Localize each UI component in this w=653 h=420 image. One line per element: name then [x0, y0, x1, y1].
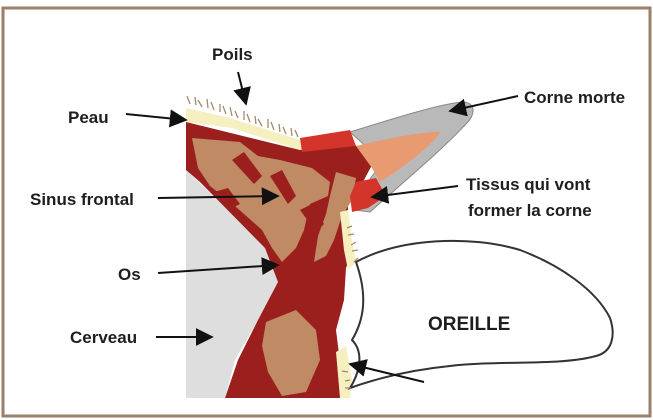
label-cerveau: Cerveau: [70, 328, 137, 347]
peau-arrow: [126, 114, 186, 120]
label-poils: Poils: [212, 45, 253, 64]
label-corne-morte: Corne morte: [524, 88, 625, 107]
label-os: Os: [118, 265, 141, 284]
label-oreille: OREILLE: [428, 314, 510, 335]
label-tissus-line2: former la corne: [468, 201, 592, 220]
poils-arrow: [238, 72, 246, 104]
label-peau: Peau: [68, 108, 109, 127]
label-tissus-line1: Tissus qui vont: [466, 175, 591, 194]
label-sinus-frontal: Sinus frontal: [30, 190, 134, 209]
